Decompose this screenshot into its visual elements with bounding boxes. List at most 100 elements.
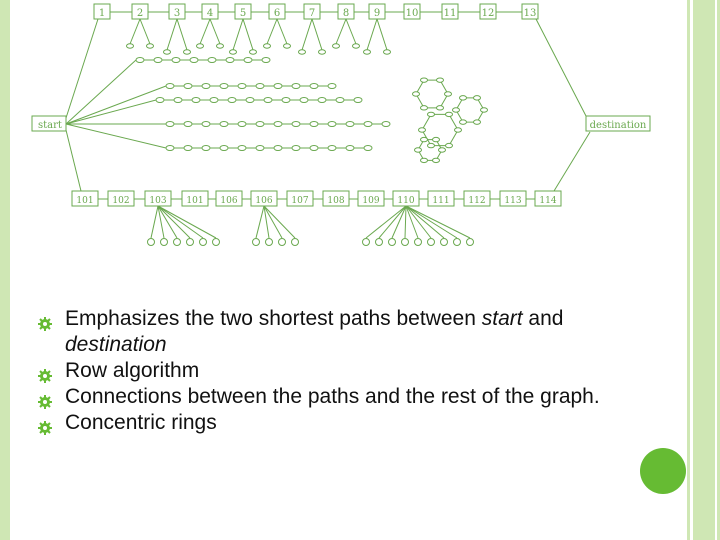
- leaf-node: [466, 238, 474, 246]
- node-small: [225, 57, 235, 63]
- node-small: [273, 145, 283, 151]
- decorative-green-circle: [640, 448, 686, 494]
- node-small: [196, 43, 204, 49]
- node-top-label: 2: [137, 8, 143, 19]
- leaf-edge: [405, 205, 471, 239]
- fan-edge: [242, 18, 254, 51]
- slide-frame-right-band: [693, 0, 715, 540]
- leaf-edge: [157, 205, 217, 239]
- node-bottom-label: 102: [112, 196, 129, 206]
- path-edge: [65, 18, 99, 119]
- bullet-emphasis-start: start: [481, 307, 523, 330]
- leaf-node: [265, 238, 273, 246]
- leaf-edge: [157, 205, 191, 239]
- node-small: [436, 77, 444, 83]
- node-small: [420, 77, 428, 83]
- leaf-edge: [405, 205, 458, 239]
- fan-edge: [345, 18, 357, 45]
- node-top-label: 13: [524, 8, 537, 19]
- gear-icon: [38, 416, 52, 435]
- leaf-node: [252, 238, 260, 246]
- path-edge: [65, 59, 137, 125]
- node-top-label: 9: [374, 8, 380, 19]
- bullet-text: and: [522, 307, 564, 330]
- node-small: [219, 145, 229, 151]
- leaf-edge: [404, 205, 407, 239]
- node-small: [153, 57, 163, 63]
- node-small: [327, 121, 337, 127]
- node-small: [135, 57, 145, 63]
- fan-edge: [335, 18, 347, 45]
- bullet-item: Row algorithm: [38, 358, 618, 384]
- fan-edge: [276, 18, 288, 45]
- node-small: [183, 121, 193, 127]
- node-small: [298, 49, 306, 55]
- path-edge: [65, 129, 82, 192]
- node-small: [352, 43, 360, 49]
- node-top-label: 11: [444, 8, 457, 19]
- node-small: [283, 43, 291, 49]
- node-small: [459, 119, 467, 125]
- fan-edge: [232, 18, 244, 51]
- node-bottom-label: 103: [149, 196, 166, 206]
- node-small: [237, 145, 247, 151]
- node-small: [171, 57, 181, 63]
- node-small: [209, 97, 219, 103]
- node-small: [126, 43, 134, 49]
- node-small: [381, 121, 391, 127]
- node-bottom-label: 107: [291, 196, 308, 206]
- leaf-node: [291, 238, 299, 246]
- fan-edge: [166, 18, 178, 51]
- node-small: [418, 127, 426, 133]
- node-small: [291, 83, 301, 89]
- node-small: [263, 43, 271, 49]
- node-small: [163, 49, 171, 55]
- node-start-label: start: [38, 120, 62, 131]
- node-small: [227, 97, 237, 103]
- node-small: [473, 95, 481, 101]
- node-small: [219, 83, 229, 89]
- node-bottom: [534, 190, 562, 207]
- gear-icon: [38, 312, 52, 331]
- leaf-node: [453, 238, 461, 246]
- node-bottom-label: 111: [432, 196, 449, 206]
- node-small: [229, 49, 237, 55]
- leaf-edge: [365, 205, 407, 239]
- node-top-label: 5: [240, 8, 246, 19]
- node-bottom-label: 109: [362, 196, 379, 206]
- node-small: [243, 57, 253, 63]
- leaf-node: [173, 238, 181, 246]
- fan-edge: [139, 18, 151, 45]
- node-small: [363, 145, 373, 151]
- node-top-label: 10: [406, 8, 419, 19]
- leaf-node: [278, 238, 286, 246]
- node-small: [414, 147, 422, 153]
- node-small: [444, 91, 452, 97]
- node-bottom-label: 110: [397, 196, 414, 206]
- leaf-node: [375, 238, 383, 246]
- node-small: [363, 121, 373, 127]
- node-small: [335, 97, 345, 103]
- node-small: [273, 83, 283, 89]
- leaf-edge: [405, 205, 445, 239]
- node-small: [318, 49, 326, 55]
- node-destination: [585, 115, 651, 132]
- node-top-label: 1: [99, 8, 105, 19]
- node-small: [427, 142, 435, 149]
- fan-edge: [176, 18, 188, 51]
- fan-edge: [199, 18, 211, 45]
- node-small: [255, 145, 265, 151]
- node-small: [255, 83, 265, 89]
- node-small: [201, 121, 211, 127]
- node-bottom-label: 114: [539, 196, 556, 206]
- leaf-edge: [378, 205, 407, 239]
- node-small: [245, 97, 255, 103]
- node-small: [291, 145, 301, 151]
- bullet-text: Concentric rings: [65, 411, 217, 434]
- leaf-edge: [263, 205, 270, 239]
- fan-edge: [266, 18, 278, 45]
- node-small: [345, 145, 355, 151]
- node-bottom-label: 106: [220, 196, 237, 206]
- node-small: [309, 121, 319, 127]
